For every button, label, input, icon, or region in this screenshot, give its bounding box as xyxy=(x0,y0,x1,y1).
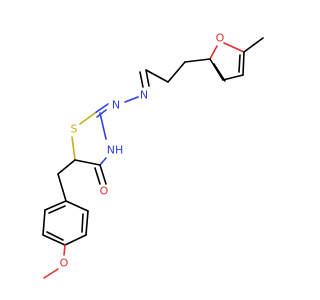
bond xyxy=(139,71,144,88)
furan-ring xyxy=(209,42,245,82)
bond xyxy=(209,58,224,81)
bond xyxy=(42,209,46,236)
bond xyxy=(63,244,66,256)
bond xyxy=(43,268,59,279)
bond xyxy=(94,167,101,185)
thiazolidinone-nh-label: NH xyxy=(107,144,124,157)
bond xyxy=(48,205,66,214)
bond xyxy=(85,210,89,236)
bond xyxy=(213,63,226,82)
bond xyxy=(64,234,87,246)
bond xyxy=(184,58,211,63)
bond xyxy=(44,200,67,211)
bond xyxy=(99,157,107,166)
bond xyxy=(209,45,218,60)
bond xyxy=(81,213,84,233)
bond xyxy=(99,112,107,140)
bond xyxy=(57,159,76,175)
bond xyxy=(145,69,150,87)
bond xyxy=(46,231,64,241)
hydrazone-nitrogen-label: N xyxy=(140,89,148,102)
bond xyxy=(96,109,107,118)
bond xyxy=(223,42,245,53)
bond xyxy=(42,234,66,246)
bond xyxy=(94,103,109,114)
furan-oxygen-label: O xyxy=(216,32,225,45)
thiazolidinone-sulfur-label: S xyxy=(71,123,78,136)
carbonyl-oxygen-label: O xyxy=(100,185,109,198)
methoxy-oxygen-label: O xyxy=(60,257,69,270)
benzene-ring xyxy=(42,200,89,246)
bond xyxy=(167,61,186,83)
bond xyxy=(71,136,76,161)
bond xyxy=(222,74,244,81)
bond xyxy=(79,112,96,125)
thiazolidinone-ring xyxy=(71,112,107,166)
bond xyxy=(99,164,107,185)
bond xyxy=(124,96,139,103)
propyl-chain xyxy=(145,58,211,83)
bond xyxy=(65,200,89,212)
hydrazone-nitrogen-label: N xyxy=(112,99,120,112)
bond xyxy=(238,54,241,73)
bond xyxy=(57,173,67,202)
bond xyxy=(243,37,264,53)
bond xyxy=(242,51,245,76)
chemical-structure-diagram: O N N S NH O O xyxy=(42,32,264,279)
bond xyxy=(145,69,169,83)
bond xyxy=(74,159,101,166)
